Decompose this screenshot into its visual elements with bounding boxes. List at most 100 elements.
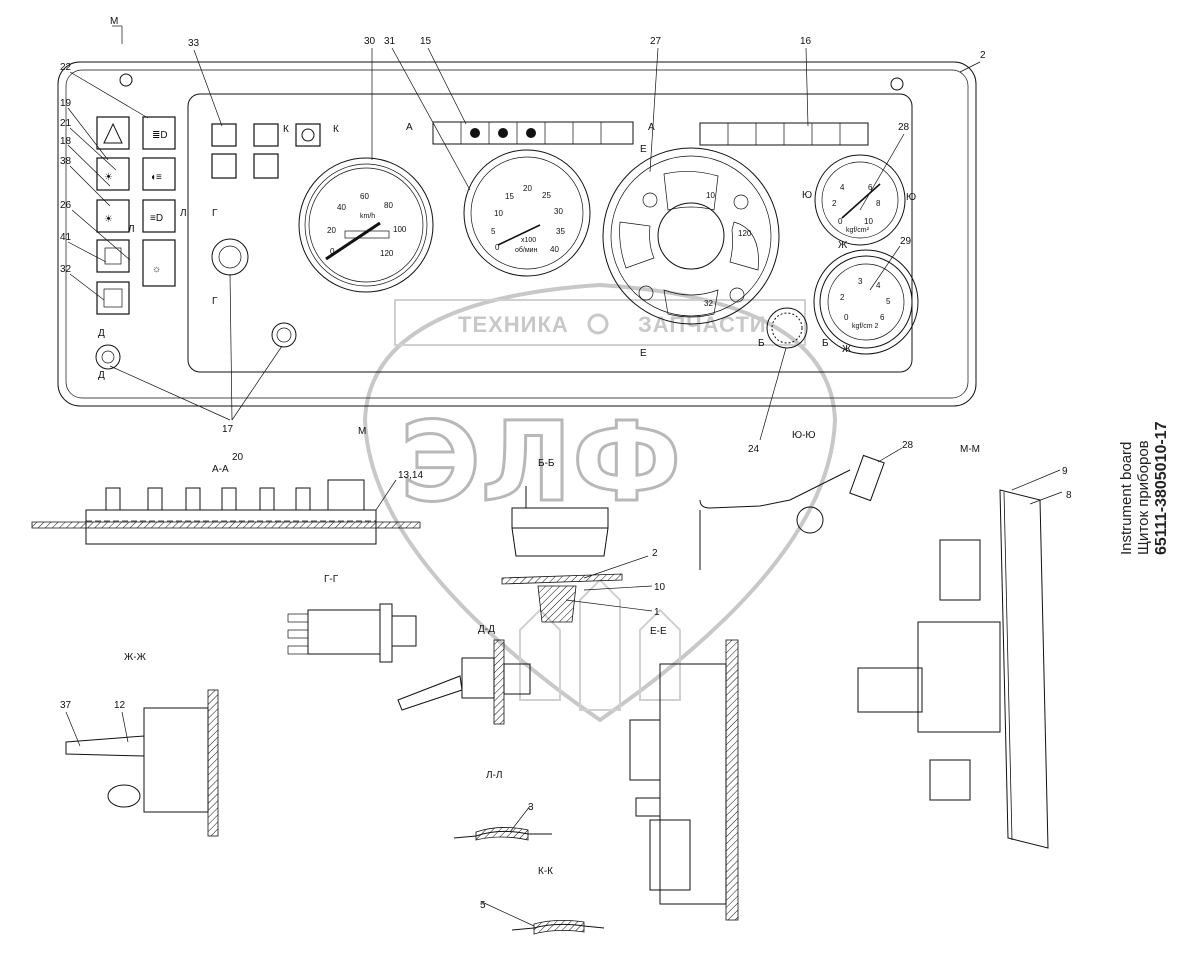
tacho-tick: 25 bbox=[542, 191, 551, 200]
tacho-needle bbox=[497, 224, 541, 246]
pressure-tick: 4 bbox=[840, 183, 845, 192]
section-label: Л-Л bbox=[486, 770, 502, 781]
callout: 22 bbox=[60, 62, 72, 73]
callout: 15 bbox=[420, 36, 432, 47]
section-mark: Л bbox=[180, 208, 187, 219]
callout: 32 bbox=[60, 264, 72, 275]
speed-tick: 100 bbox=[393, 225, 407, 234]
instrument-panel-front-view: ≣D ◖≡ ☀ ☀ ≡D ☼ bbox=[57, 61, 977, 407]
combo-tick: 10 bbox=[706, 191, 715, 200]
section-mark: Б bbox=[822, 338, 829, 349]
pressure-tick: 6 bbox=[880, 313, 885, 322]
section-mark: М bbox=[110, 16, 118, 27]
watermark-shield: ЭЛФ ТЕХНИКА ЗАПЧАСТИ bbox=[362, 282, 838, 723]
combo-tick: 32 bbox=[704, 299, 713, 308]
tachometer: 0 5 10 15 20 25 30 35 40 x100 об/мин bbox=[463, 149, 591, 277]
section-mark: Г bbox=[212, 208, 218, 219]
pressure-unit: kgf/cm² bbox=[846, 227, 870, 234]
pressure-tick: 2 bbox=[832, 199, 837, 208]
section-mark: Д bbox=[98, 370, 105, 381]
callout: 13,14 bbox=[398, 470, 423, 481]
speed-unit: km/h bbox=[360, 213, 375, 220]
tacho-tick: 30 bbox=[554, 207, 563, 216]
tacho-tick: 35 bbox=[556, 227, 565, 236]
section-mark: М bbox=[358, 426, 366, 437]
callout: 21 bbox=[60, 118, 72, 129]
pressure-tick: 5 bbox=[886, 297, 891, 306]
combo-tick: 120 bbox=[738, 229, 752, 238]
section-mark: Ю bbox=[906, 192, 916, 203]
section-label: Е-Е bbox=[650, 626, 667, 637]
callout: 3 bbox=[528, 802, 534, 813]
switch-knob bbox=[95, 344, 121, 370]
section-a-a bbox=[31, 479, 421, 545]
section-mark: К bbox=[333, 124, 339, 135]
watermark-logo: ЭЛФ bbox=[400, 398, 681, 526]
mounting-screw bbox=[890, 77, 904, 91]
callouts: 22 19 21 18 38 26 41 32 33 30 31 15 27 1… bbox=[60, 36, 1072, 911]
section-mark: Ж bbox=[838, 240, 848, 251]
mounting-screw bbox=[119, 73, 133, 87]
pressure-tick: 2 bbox=[840, 293, 845, 302]
section-g-g bbox=[287, 603, 417, 663]
section-labels: А-А Б-Б Ю-Ю М-М Г-Г Д-Д Е-Е Ж-Ж Л-Л К-К bbox=[124, 430, 980, 877]
speed-tick: 120 bbox=[380, 249, 394, 258]
watermark-right-text: ЗАПЧАСТИ bbox=[638, 312, 767, 337]
section-mark: Г bbox=[212, 296, 218, 307]
speed-tick: 60 bbox=[360, 192, 369, 201]
pressure-tick: 10 bbox=[864, 217, 873, 226]
section-label: Б-Б bbox=[538, 458, 555, 469]
callout: 26 bbox=[60, 200, 72, 211]
drawing-title-en: Instrument board bbox=[1118, 442, 1135, 555]
hazard-warning-icon bbox=[103, 122, 123, 144]
indicator-strip-16 bbox=[699, 122, 869, 146]
callout: 27 bbox=[650, 36, 662, 47]
callout: 9 bbox=[1062, 466, 1068, 477]
title-block: 65111-3805010-17 bbox=[1153, 421, 1170, 555]
section-label: Г-Г bbox=[324, 574, 339, 585]
section-mark: Д bbox=[98, 328, 105, 339]
tacho-tick: 15 bbox=[505, 192, 514, 201]
callout: 28 bbox=[898, 122, 910, 133]
callout: 38 bbox=[60, 156, 72, 167]
headlight-icon: ◖≡ bbox=[150, 172, 162, 183]
left-indicator-block bbox=[211, 123, 321, 179]
callout: 17 bbox=[222, 424, 234, 435]
speed-tick: 0 bbox=[330, 247, 335, 256]
pressure-tick: 3 bbox=[858, 277, 863, 286]
section-label: Д-Д bbox=[478, 624, 495, 635]
light-icon: ☀ bbox=[104, 172, 113, 183]
tacho-tick: 20 bbox=[523, 184, 532, 193]
tacho-unit-rpm: об/мин bbox=[515, 246, 538, 254]
callout: 10 bbox=[654, 582, 666, 593]
combination-gauge: 10 120 32 bbox=[602, 147, 780, 325]
callout: 1 bbox=[654, 607, 660, 618]
section-mark: А bbox=[648, 122, 655, 133]
section-e-e bbox=[629, 639, 739, 921]
heater-icon bbox=[104, 247, 122, 265]
speed-tick: 80 bbox=[384, 201, 393, 210]
pressure-tick: 0 bbox=[844, 313, 849, 322]
section-marks: М Л Л Г Г Д Д А А К К Е Е Ю Ю Ж Ж Б Б М bbox=[98, 16, 916, 437]
callout: 30 bbox=[364, 36, 376, 47]
toggle-knob bbox=[271, 322, 297, 348]
indicator-strip-15 bbox=[432, 121, 634, 145]
speed-tick: 20 bbox=[327, 226, 336, 235]
section-l-l bbox=[453, 827, 552, 841]
callout: 37 bbox=[60, 700, 72, 711]
leader-lines bbox=[65, 25, 1063, 927]
tacho-unit: x100 bbox=[521, 237, 536, 244]
pressure-tick: 8 bbox=[876, 199, 881, 208]
tacho-tick: 0 bbox=[495, 243, 500, 252]
speed-tick: 40 bbox=[337, 203, 346, 212]
callout: 20 bbox=[232, 452, 244, 463]
section-k-k bbox=[511, 920, 605, 935]
callout: 16 bbox=[800, 36, 812, 47]
pressure-gauge-bottom: 0 2 3 4 5 6 kgf/cm 2 bbox=[813, 249, 919, 355]
callout: 31 bbox=[384, 36, 396, 47]
fog-light-icon: ≣D bbox=[152, 130, 168, 141]
pressure-tick: 0 bbox=[838, 217, 843, 226]
callout: 2 bbox=[652, 548, 658, 559]
speed-needle bbox=[325, 221, 381, 261]
